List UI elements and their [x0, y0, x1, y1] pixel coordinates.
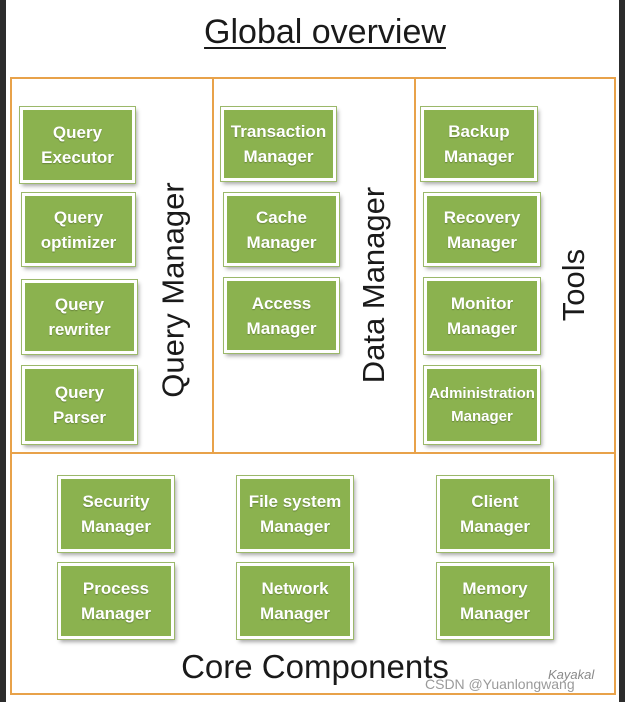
- left-frame-edge: [0, 0, 6, 702]
- right-frame-edge: [619, 0, 625, 702]
- core-components-label: Core Components: [181, 648, 449, 685]
- diagram-title: Global overview: [204, 13, 446, 51]
- query-manager-label: Query Manager: [156, 182, 192, 398]
- data-manager-label: Data Manager: [356, 186, 392, 384]
- tools-label: Tools: [556, 248, 591, 322]
- kayakal-watermark: Kayakal: [548, 667, 595, 682]
- csdn-watermark: CSDN @Yuanlongwang: [425, 676, 575, 692]
